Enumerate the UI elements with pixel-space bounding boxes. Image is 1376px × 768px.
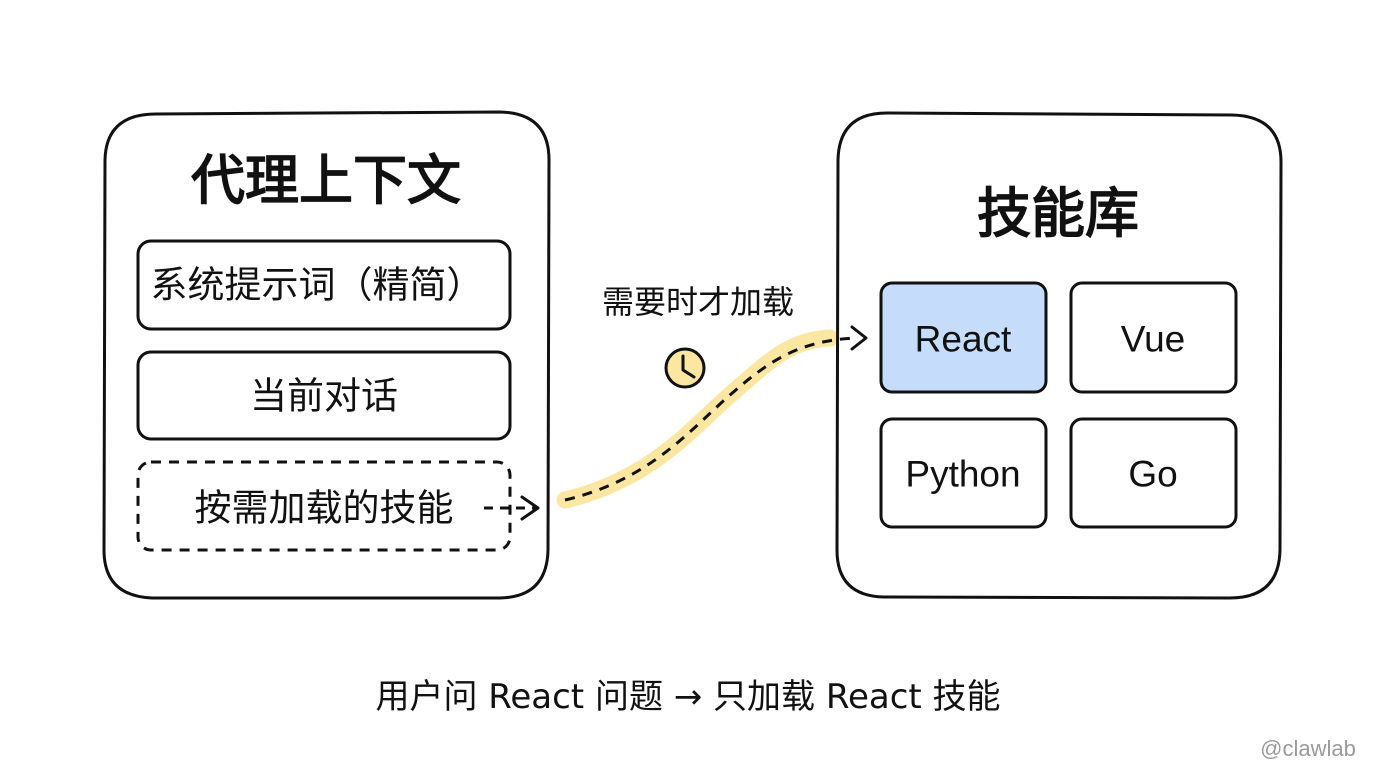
- connector-label: 需要时才加载: [601, 283, 795, 321]
- skill-card-python: [879, 417, 1048, 529]
- watermark: @clawlab: [1260, 736, 1356, 761]
- on-demand-arrow-head: [520, 495, 540, 521]
- connector-dashed-line: [564, 336, 859, 502]
- current-conversation-label: 当前对话: [250, 374, 398, 418]
- agent-context-title: 代理上下文: [191, 149, 461, 212]
- skill-card-vue: [1069, 281, 1238, 394]
- skill-go-label: Go: [1128, 453, 1178, 495]
- agent-context-panel: [102, 110, 551, 600]
- skill-library-title: 技能库: [977, 182, 1139, 245]
- on-demand-skills-label: 按需加载的技能: [194, 486, 454, 530]
- skill-card-go: [1069, 417, 1238, 529]
- skill-library-panel: [835, 111, 1283, 600]
- connector-highlight: [556, 329, 839, 509]
- skill-card-react: [879, 281, 1048, 394]
- caption: 用户问 React 问题 → 只加载 React 技能: [375, 677, 1001, 717]
- system-prompt-label: 系统提示词（精简）: [150, 263, 484, 307]
- on-demand-skills-box: [136, 460, 512, 552]
- skill-python-label: Python: [905, 453, 1021, 495]
- system-prompt-box: [136, 239, 512, 331]
- current-conversation-box: [136, 350, 512, 441]
- connector-arrow-head: [850, 325, 868, 351]
- clock-icon: [664, 347, 706, 389]
- skill-vue-label: Vue: [1120, 318, 1186, 360]
- skill-react-label: React: [914, 318, 1012, 360]
